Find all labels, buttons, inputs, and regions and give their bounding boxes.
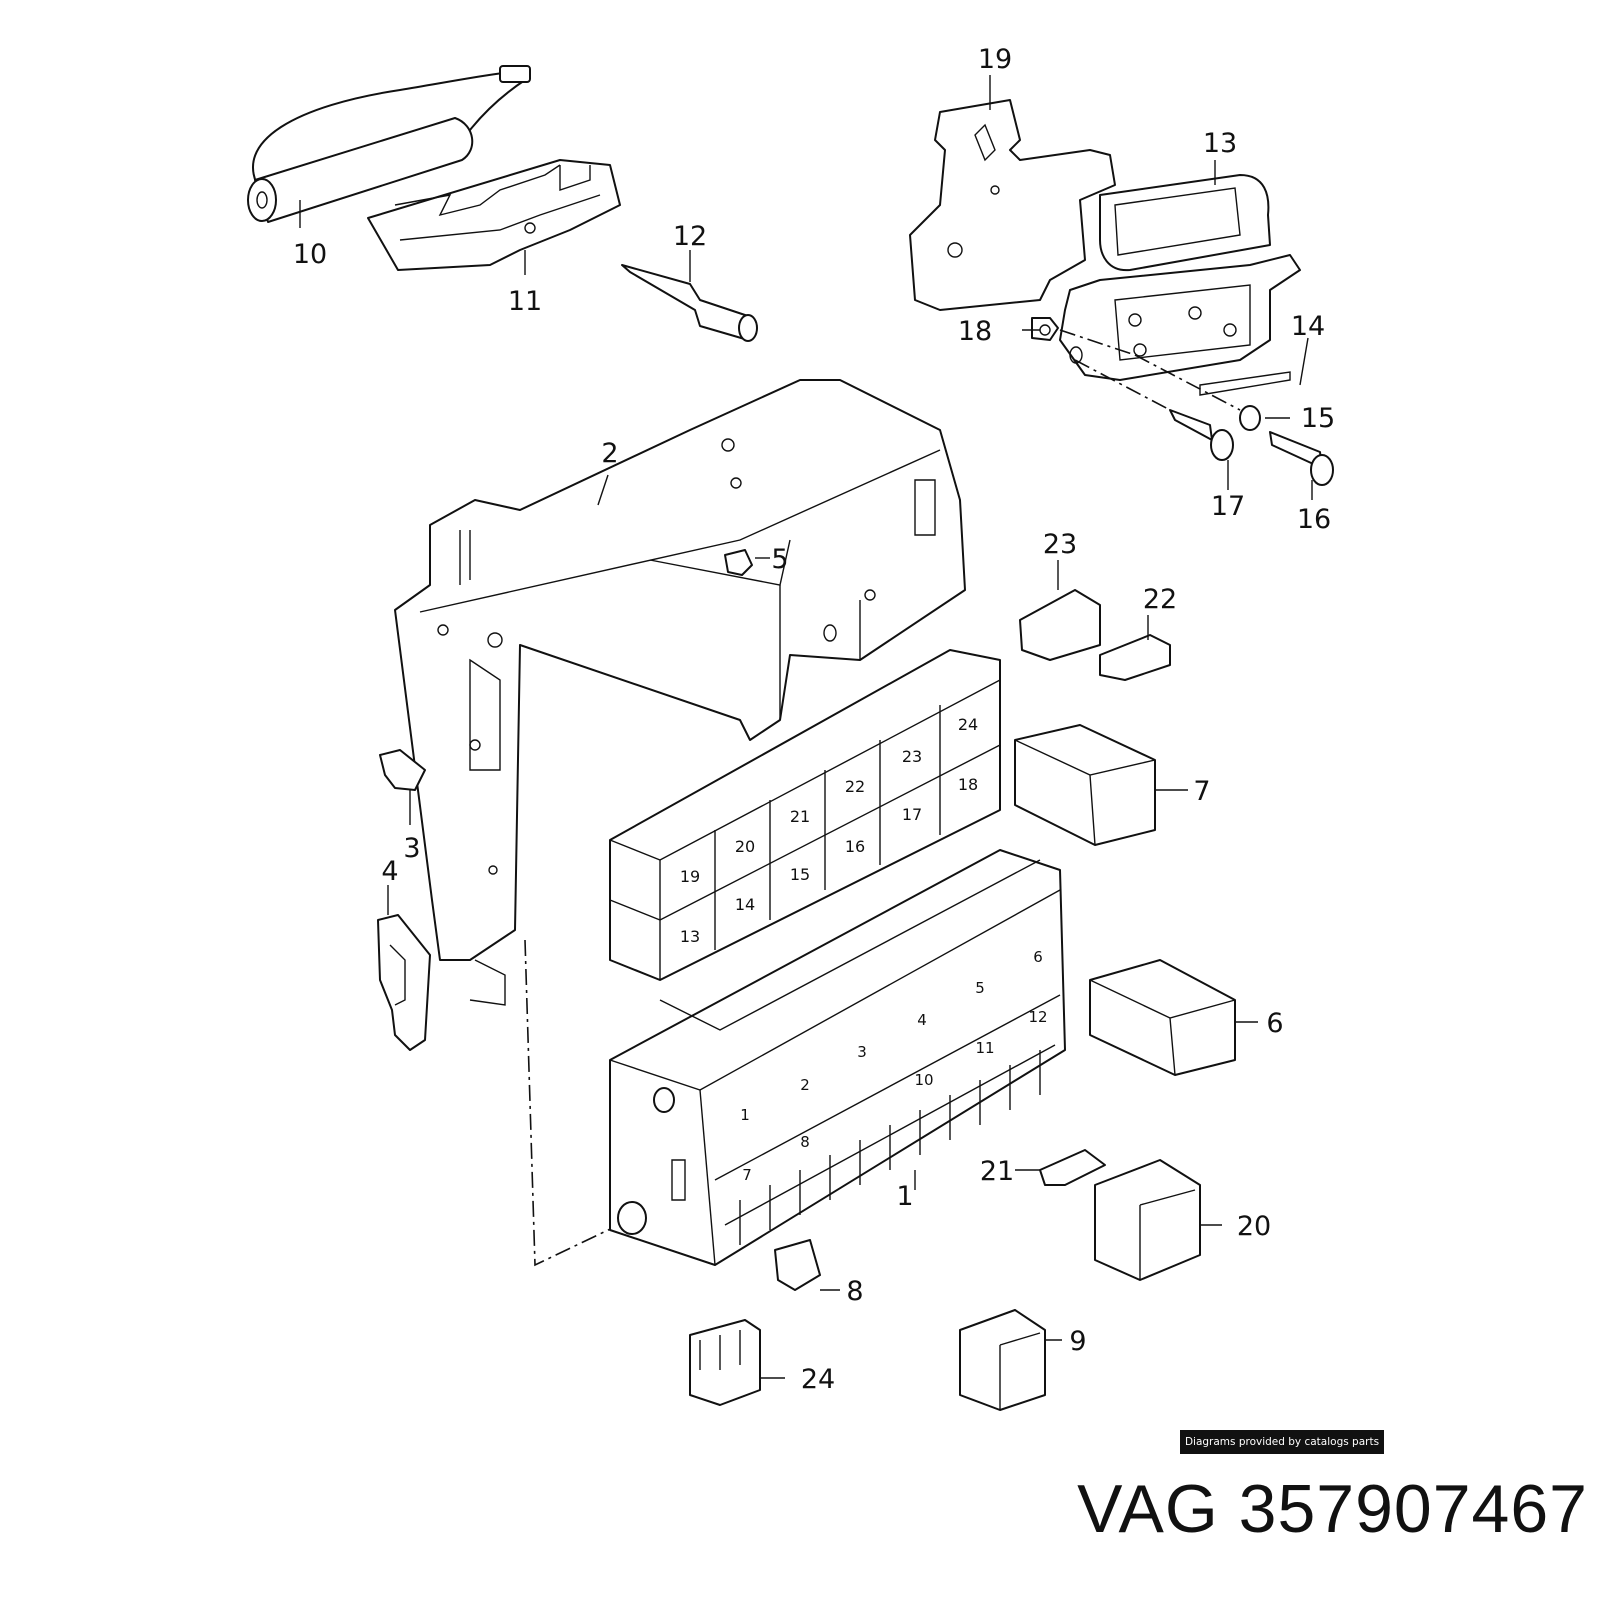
relay-slot-label: 23 <box>902 747 922 766</box>
callout-label: 4 <box>381 856 398 887</box>
callout-label: 21 <box>980 1156 1014 1187</box>
part-7-relay <box>1014 724 1156 846</box>
callout-label: 6 <box>1266 1008 1283 1039</box>
part-10-cylinder <box>247 65 531 223</box>
callout-label: 5 <box>771 544 788 575</box>
fuse-slot-label: 3 <box>857 1043 867 1061</box>
part-19-bracket <box>909 99 1116 311</box>
fuse-slot-label: 5 <box>975 979 985 997</box>
callout-label: 24 <box>801 1364 835 1395</box>
part-3-clip <box>379 749 426 791</box>
callout-label: 18 <box>958 316 992 347</box>
part-2-frame <box>394 379 966 1267</box>
part-number-title: VAG 357907467 <box>1077 1471 1588 1547</box>
fuse-slot-label: 12 <box>1028 1008 1047 1026</box>
relay-slot-label: 20 <box>735 837 755 856</box>
part-4-clip <box>377 914 431 1051</box>
fuse-slot-label: 7 <box>742 1166 752 1184</box>
callout-label: 14 <box>1291 311 1325 342</box>
callout-label: 8 <box>846 1276 863 1307</box>
part-9-connector <box>959 1309 1046 1411</box>
relay-slot-label: 16 <box>845 837 865 856</box>
part-8-clip <box>774 1239 821 1291</box>
part-23-connector <box>1019 589 1101 661</box>
callout-label: 11 <box>508 286 542 317</box>
part-12-pin <box>621 264 758 342</box>
part-13-cover <box>1099 174 1271 272</box>
part-16-screw <box>1269 431 1334 486</box>
fuse-slot-label: 1 <box>740 1106 750 1124</box>
relay-slot-label: 24 <box>958 715 978 734</box>
fuse-slot-label: 4 <box>917 1011 927 1029</box>
part-15-nut <box>1134 354 1261 431</box>
relay-slot-label: 13 <box>680 927 700 946</box>
callout-label: 22 <box>1143 584 1177 615</box>
callout-label: 7 <box>1193 776 1210 807</box>
relay-slot-label: 14 <box>735 895 755 914</box>
part-11-holder <box>367 159 621 271</box>
callout-label: 13 <box>1203 128 1237 159</box>
fuse-slot-label: 6 <box>1033 948 1043 966</box>
callout-label: 1 <box>896 1181 913 1212</box>
part-18-nut <box>1031 317 1136 356</box>
part-6-relay <box>1089 959 1236 1076</box>
part-1-fusebox <box>609 849 1066 1266</box>
callout-label: 12 <box>673 221 707 252</box>
fuse-slot-label: 10 <box>914 1071 933 1089</box>
relay-slot-label: 21 <box>790 807 810 826</box>
callout-label: 20 <box>1237 1211 1271 1242</box>
leader-lines <box>299 75 1313 1379</box>
callout-label: 19 <box>978 44 1012 75</box>
callout-label: 23 <box>1043 529 1077 560</box>
relay-block <box>609 649 1001 981</box>
part-5-grommet <box>724 549 753 576</box>
callout-label: 9 <box>1069 1326 1086 1357</box>
part-21-connector <box>1039 1149 1106 1186</box>
relay-slot-label: 22 <box>845 777 865 796</box>
relay-slot-label: 15 <box>790 865 810 884</box>
part-14-base <box>1059 254 1301 396</box>
callout-label: 10 <box>293 239 327 270</box>
callout-label: 17 <box>1211 491 1245 522</box>
fuse-slot-label: 8 <box>800 1133 810 1151</box>
callout-label: 3 <box>403 833 420 864</box>
relay-slot-label: 18 <box>958 775 978 794</box>
relay-slot-label: 19 <box>680 867 700 886</box>
part-17-screw <box>1074 359 1234 461</box>
part-22-connector <box>1099 634 1171 681</box>
part-24-connector <box>689 1319 761 1406</box>
callout-label: 16 <box>1297 504 1331 535</box>
fuse-slot-label: 2 <box>800 1076 810 1094</box>
part-20-connector <box>1094 1159 1201 1281</box>
callout-label: 15 <box>1301 403 1335 434</box>
callout-label: 2 <box>601 438 618 469</box>
credit-badge: Diagrams provided by catalogs parts <box>1180 1430 1384 1454</box>
fuse-slot-label: 11 <box>975 1039 994 1057</box>
relay-slot-label: 17 <box>902 805 922 824</box>
